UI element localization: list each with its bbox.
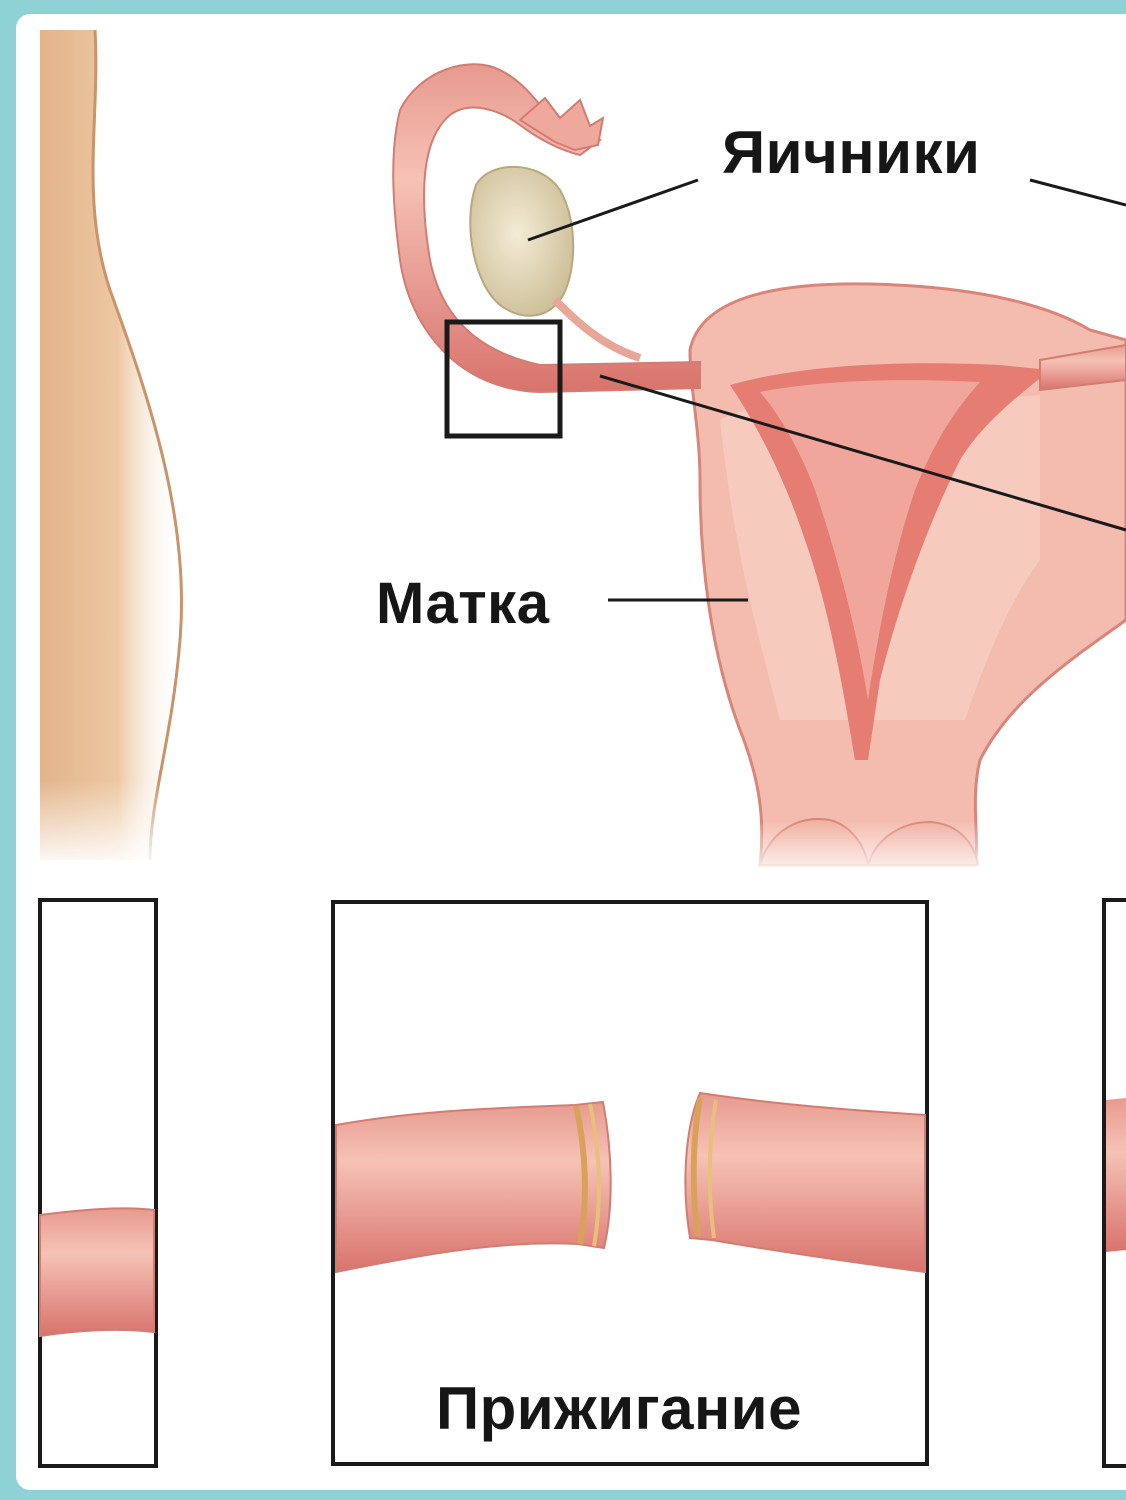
ovaries-label: Яичники: [722, 118, 980, 187]
anatomy-illustration: [16, 14, 1126, 1490]
detail-panel-left: [40, 900, 156, 1466]
body-silhouette: [40, 30, 210, 870]
uterus-label: Матка: [376, 570, 549, 637]
detail-panel-right: [1104, 900, 1126, 1466]
diagram-panel: Яичники Матка Прижигание: [16, 14, 1126, 1490]
ovary-illustration: [470, 167, 640, 358]
cauterization-label: Прижигание: [436, 1374, 802, 1443]
